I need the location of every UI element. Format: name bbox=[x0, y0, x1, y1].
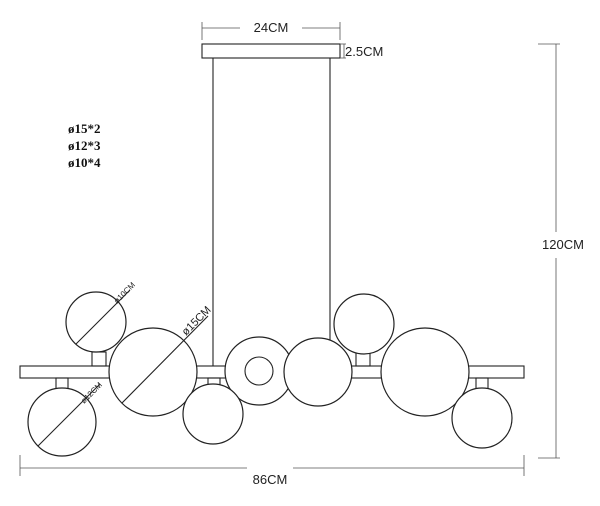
total-height-label: 120CM bbox=[542, 237, 584, 252]
globe-spec-list: ø15*2 ø12*3 ø10*4 bbox=[68, 121, 101, 170]
canopy-height-label: 2.5CM bbox=[345, 44, 383, 59]
total-width-dimension: 86CM bbox=[19, 455, 525, 487]
canopy bbox=[201, 43, 341, 59]
globe-spec-1: ø15*2 bbox=[68, 121, 101, 136]
globe-spec-3: ø10*4 bbox=[68, 155, 101, 170]
total-height-dimension: 120CM bbox=[538, 43, 584, 459]
canopy-height-dimension: 2.5CM bbox=[340, 43, 383, 59]
diameter-label-medium: ø12CM bbox=[79, 380, 104, 405]
globe-small-top-left bbox=[65, 291, 127, 353]
globe-small-bottom-center bbox=[182, 383, 244, 445]
globe-medium-center bbox=[283, 337, 353, 407]
total-width-label: 86CM bbox=[253, 472, 288, 487]
globe-small-bottom-right bbox=[451, 387, 513, 449]
diameter-label-small: ø10CM bbox=[112, 280, 137, 305]
canopy-width-label: 24CM bbox=[254, 20, 289, 35]
diameter-label-large: ø15CM bbox=[180, 304, 214, 338]
globe-spec-2: ø12*3 bbox=[68, 138, 101, 153]
globe-small-top-right bbox=[333, 293, 395, 355]
canopy-width-dimension: 24CM bbox=[201, 20, 341, 40]
globe-large-right bbox=[380, 327, 470, 417]
